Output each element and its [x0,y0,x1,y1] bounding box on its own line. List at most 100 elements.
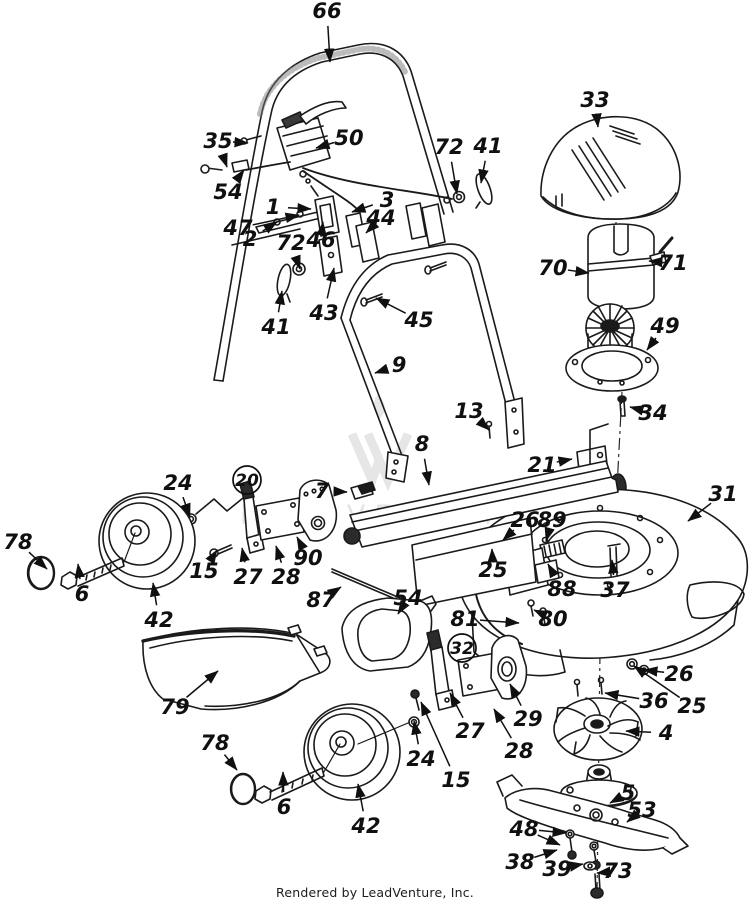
part-label-42: 42 [143,582,174,632]
svg-text:37: 37 [600,578,630,602]
part-label-26: 26 [643,662,694,686]
svg-text:70: 70 [538,256,567,280]
svg-text:88: 88 [547,577,576,601]
svg-text:2: 2 [243,227,258,251]
discharge-deflector-drawing [141,624,331,711]
part-label-78: 78 [3,530,48,570]
part-label-8: 8 [415,432,432,486]
engine-cover-drawing [540,115,681,220]
part-label-90: 90 [293,536,323,570]
part-label-13: 13 [454,399,490,431]
svg-text:1: 1 [266,195,281,219]
part-label-38: 38 [505,849,558,874]
svg-text:43: 43 [308,301,338,325]
left-bracket-assembly-drawing [185,479,338,558]
part-label-6: 6 [277,771,291,819]
svg-text:48: 48 [508,817,538,841]
part-label-15: 15 [420,701,471,792]
svg-text:36: 36 [639,689,668,713]
part-label-42: 42 [350,783,381,838]
part-label-24: 24 [406,720,436,771]
part-label-72: 72 [434,135,464,195]
part-label-37: 37 [600,559,630,602]
svg-text:24: 24 [163,471,192,495]
svg-text:27: 27 [233,565,263,589]
control-lever-drawing [276,100,347,197]
svg-text:79: 79 [160,695,189,719]
svg-text:90: 90 [293,546,322,570]
part-label-25: 25 [633,665,707,718]
part-label-31: 31 [687,482,738,522]
svg-text:81: 81 [450,607,479,631]
part-label-41: 41 [472,134,503,184]
svg-text:46: 46 [305,228,335,252]
part-label-4: 4 [625,721,674,745]
part-label-73: 73 [596,859,633,883]
svg-text:8: 8 [415,432,430,456]
svg-text:72: 72 [434,135,463,159]
svg-text:72: 72 [276,231,305,255]
svg-text:24: 24 [406,747,435,771]
svg-text:73: 73 [603,859,632,883]
part-label-36: 36 [604,689,669,713]
bracket-7-drawing [350,481,376,500]
part-label-54: 54 [393,586,423,615]
part-label-53: 53 [626,798,657,823]
part-label-28: 28 [493,708,534,763]
part-label-70: 70 [538,256,590,280]
svg-text:53: 53 [627,798,656,822]
svg-text:54: 54 [213,180,242,204]
svg-text:26: 26 [510,508,539,532]
part-label-78: 78 [200,731,238,771]
svg-text:38: 38 [505,850,534,874]
handle-clips-drawing [345,202,447,307]
part-label-46: 46 [305,221,336,252]
svg-text:39: 39 [542,857,571,881]
part-label-72: 72 [276,231,306,270]
svg-text:15: 15 [189,559,218,583]
svg-text:28: 28 [271,565,300,589]
part-label-44: 44 [365,206,396,234]
svg-text:3: 3 [380,188,395,212]
svg-text:41: 41 [472,134,502,158]
svg-text:42: 42 [350,814,380,838]
svg-text:29: 29 [513,707,542,731]
part-label-27: 27 [449,692,485,743]
part-label-35: 35 [203,129,249,168]
svg-text:34: 34 [638,401,667,425]
svg-text:54: 54 [393,586,422,610]
part-label-7: 7 [315,479,348,503]
part-label-89: 89 [537,508,567,542]
svg-text:31: 31 [708,482,737,506]
svg-text:13: 13 [454,399,483,423]
svg-text:15: 15 [441,768,470,792]
svg-text:49: 49 [649,314,679,338]
part-label-47: 47 [222,212,300,240]
svg-text:28: 28 [504,739,533,763]
svg-text:44: 44 [365,206,395,230]
svg-text:9: 9 [392,353,407,377]
part-label-48: 48 [508,817,567,846]
svg-text:4: 4 [658,721,674,745]
svg-text:78: 78 [3,530,32,554]
svg-text:89: 89 [537,508,566,532]
svg-text:5: 5 [621,781,636,805]
svg-text:45: 45 [403,308,433,332]
part-label-32: 32 [447,633,477,663]
blade-drawing [496,774,689,855]
part-label-28: 28 [271,545,301,589]
part-label-21: 21 [527,453,573,477]
part-label-3: 3 [351,188,395,213]
part-label-41: 41 [260,290,291,339]
svg-text:27: 27 [455,719,485,743]
mount-screw-34-drawing [617,395,627,417]
upper-handle-drawing [213,42,454,382]
part-label-27: 27 [233,547,263,589]
part-label-88: 88 [547,563,577,601]
part-label-15: 15 [189,549,219,583]
part-label-29: 29 [509,683,543,731]
svg-text:78: 78 [200,731,229,755]
svg-text:33: 33 [580,88,609,112]
